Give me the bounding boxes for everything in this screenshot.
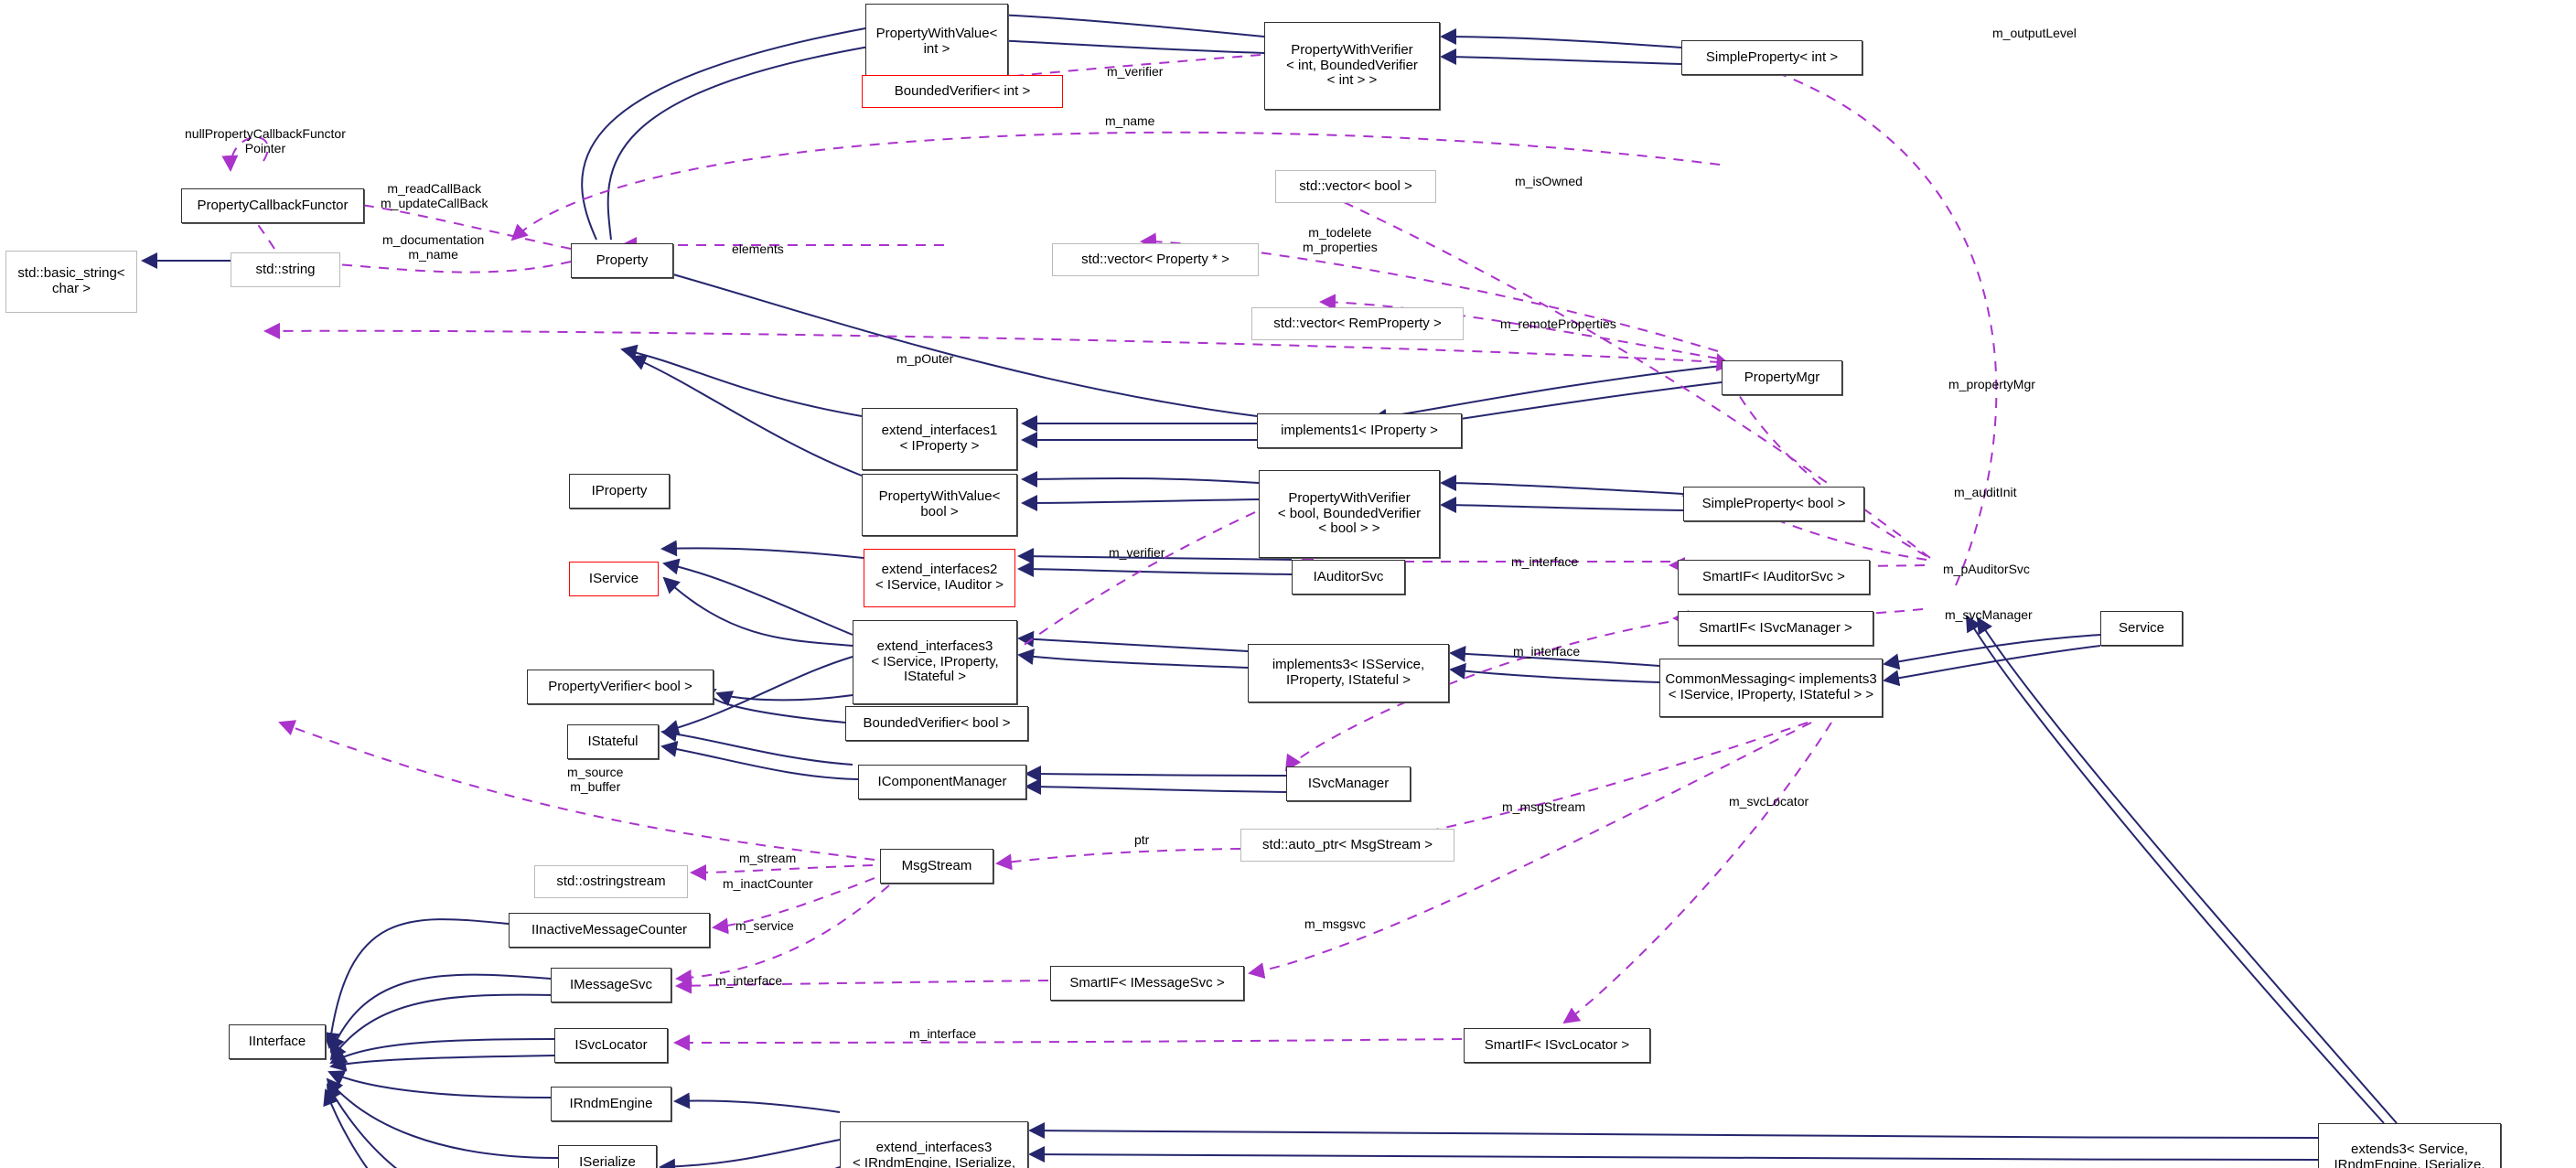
class-node-property[interactable]: Property [571,243,673,278]
edge-label-lbl_documentation: m_documentation m_name [382,232,485,263]
class-node-extends3[interactable]: extends3< Service, IRndmEngine, ISeriali… [2318,1123,2501,1168]
class-node-imessageSvc[interactable]: IMessageSvc [551,968,671,1002]
class-node-iproperty[interactable]: IProperty [569,474,670,509]
class-node-boundedVerifierBool[interactable]: BoundedVerifier< bool > [845,706,1028,741]
class-node-propertyMgr[interactable]: PropertyMgr [1722,360,1842,395]
class-node-boundedVerifierInt[interactable]: BoundedVerifier< int > [862,75,1063,108]
class-node-iinactiveMessageCounter[interactable]: IInactiveMessageCounter [509,913,710,948]
class-node-smartIFISvcLocator[interactable]: SmartIF< ISvcLocator > [1464,1028,1650,1063]
class-node-autoPtrMsgStream[interactable]: std::auto_ptr< MsgStream > [1240,829,1454,862]
edge-label-lbl_elements: elements [732,241,784,256]
class-node-propertyWithValueInt[interactable]: PropertyWithValue< int > [865,4,1008,80]
edge-label-lbl_pOuter: m_pOuter [896,351,954,366]
edge-label-lbl_name_top: m_name [1105,113,1155,128]
class-node-iauditorSvc[interactable]: IAuditorSvc [1292,560,1405,595]
class-node-irndmEngine[interactable]: IRndmEngine [551,1087,671,1121]
class-node-smartIFISvcManager[interactable]: SmartIF< ISvcManager > [1678,611,1873,646]
edge-label-lbl_auditInit: m_auditInit [1954,485,2017,499]
edge-label-lbl_svcManager: m_svcManager [1945,607,2033,622]
edge-label-lbl_svcLocator: m_svcLocator [1729,794,1809,809]
edge-label-lbl_msgStream: m_msgStream [1502,799,1586,814]
class-node-implements3[interactable]: implements3< ISService, IProperty, IStat… [1248,644,1449,702]
class-node-extendInterfaces3Svc[interactable]: extend_interfaces3 < IService, IProperty… [853,620,1017,704]
class-node-iservice[interactable]: IService [569,562,659,596]
class-node-implements1IProperty[interactable]: implements1< IProperty > [1257,413,1462,448]
class-node-propertyWithValueBool[interactable]: PropertyWithValue< bool > [862,474,1017,536]
edge-label-lbl_verifier_bool: m_verifier [1109,545,1165,560]
class-node-propertyVerifierBool[interactable]: PropertyVerifier< bool > [527,670,714,704]
edge-label-lbl_nullPropertyCallback: nullPropertyCallbackFunctor Pointer [185,126,346,156]
edge-label-lbl_inactCounter: m_inactCounter [723,876,813,891]
edge-label-lbl_ptr: ptr [1134,832,1150,847]
class-node-iserialize[interactable]: ISerialize [558,1145,657,1168]
edge-label-lbl_verifier_int: m_verifier [1107,64,1164,79]
edge-label-lbl_outputLevel: m_outputLevel [1992,26,2077,40]
class-node-basicString[interactable]: std::basic_string< char > [5,251,137,313]
class-node-propertyWithVerifierInt[interactable]: PropertyWithVerifier < int, BoundedVerif… [1264,22,1440,110]
edge-label-lbl_interface_auditor: m_interface [1511,554,1579,569]
class-node-msgStream[interactable]: MsgStream [880,849,993,884]
edge-label-lbl_todelete: m_todelete m_properties [1303,225,1378,255]
class-node-commonMessaging[interactable]: CommonMessaging< implements3 < IService,… [1659,659,1883,717]
class-node-vectorBool[interactable]: std::vector< bool > [1275,170,1436,203]
edge-label-lbl_source_buffer: m_source m_buffer [567,765,624,795]
class-node-simplePropertyInt[interactable]: SimpleProperty< int > [1681,40,1862,75]
class-node-stdString[interactable]: std::string [231,252,340,287]
edge-label-lbl_remoteProperties: m_remoteProperties [1500,316,1616,331]
class-node-smartIFIAuditorSvc[interactable]: SmartIF< IAuditorSvc > [1678,560,1870,595]
edge-label-lbl_interface_svcloc: m_interface [909,1026,977,1041]
edge-label-lbl_msgsvc: m_msgsvc [1304,916,1366,931]
class-node-extendInterfaces2[interactable]: extend_interfaces2 < IService, IAuditor … [864,549,1015,607]
class-node-isvcManager[interactable]: ISvcManager [1286,766,1411,801]
class-node-service[interactable]: Service [2100,611,2183,646]
class-node-ostringstream[interactable]: std::ostringstream [534,865,688,898]
edge-label-lbl_interface_msgsvc: m_interface [715,973,783,988]
class-node-vectorPropertyPtr[interactable]: std::vector< Property * > [1052,243,1259,276]
class-node-propertyWithVerifierBool[interactable]: PropertyWithVerifier < bool, BoundedVeri… [1259,470,1440,558]
edge-label-lbl_pAuditorSvc: m_pAuditorSvc [1943,562,2030,576]
class-node-simplePropertyBool[interactable]: SimpleProperty< bool > [1683,487,1864,521]
class-node-iinterface[interactable]: IInterface [229,1024,326,1059]
edge-label-lbl_interface_svcmgr: m_interface [1513,644,1581,659]
class-node-isvcLocator[interactable]: ISvcLocator [554,1028,668,1063]
edge-label-lbl_readUpdate: m_readCallBack m_updateCallBack [381,181,488,211]
edge-label-lbl_isOwned: m_isOwned [1515,174,1583,188]
class-node-istateful[interactable]: IStateful [567,724,659,759]
class-node-vectorRemProperty[interactable]: std::vector< RemProperty > [1251,307,1464,340]
edge-label-lbl_service: m_service [735,918,794,933]
class-node-icomponentManager[interactable]: IComponentManager [858,765,1026,799]
class-node-extendInterfaces1IProperty[interactable]: extend_interfaces1 < IProperty > [862,408,1017,470]
edge-label-lbl_stream: m_stream [739,851,797,865]
class-node-smartIFIMessageSvc[interactable]: SmartIF< IMessageSvc > [1050,966,1244,1001]
class-node-extendInterfaces3Rndm[interactable]: extend_interfaces3 < IRndmEngine, ISeria… [840,1121,1028,1168]
edge-label-lbl_propertyMgr: m_propertyMgr [1948,377,2035,391]
class-node-propertyCallbackFunctor[interactable]: PropertyCallbackFunctor [181,188,364,223]
